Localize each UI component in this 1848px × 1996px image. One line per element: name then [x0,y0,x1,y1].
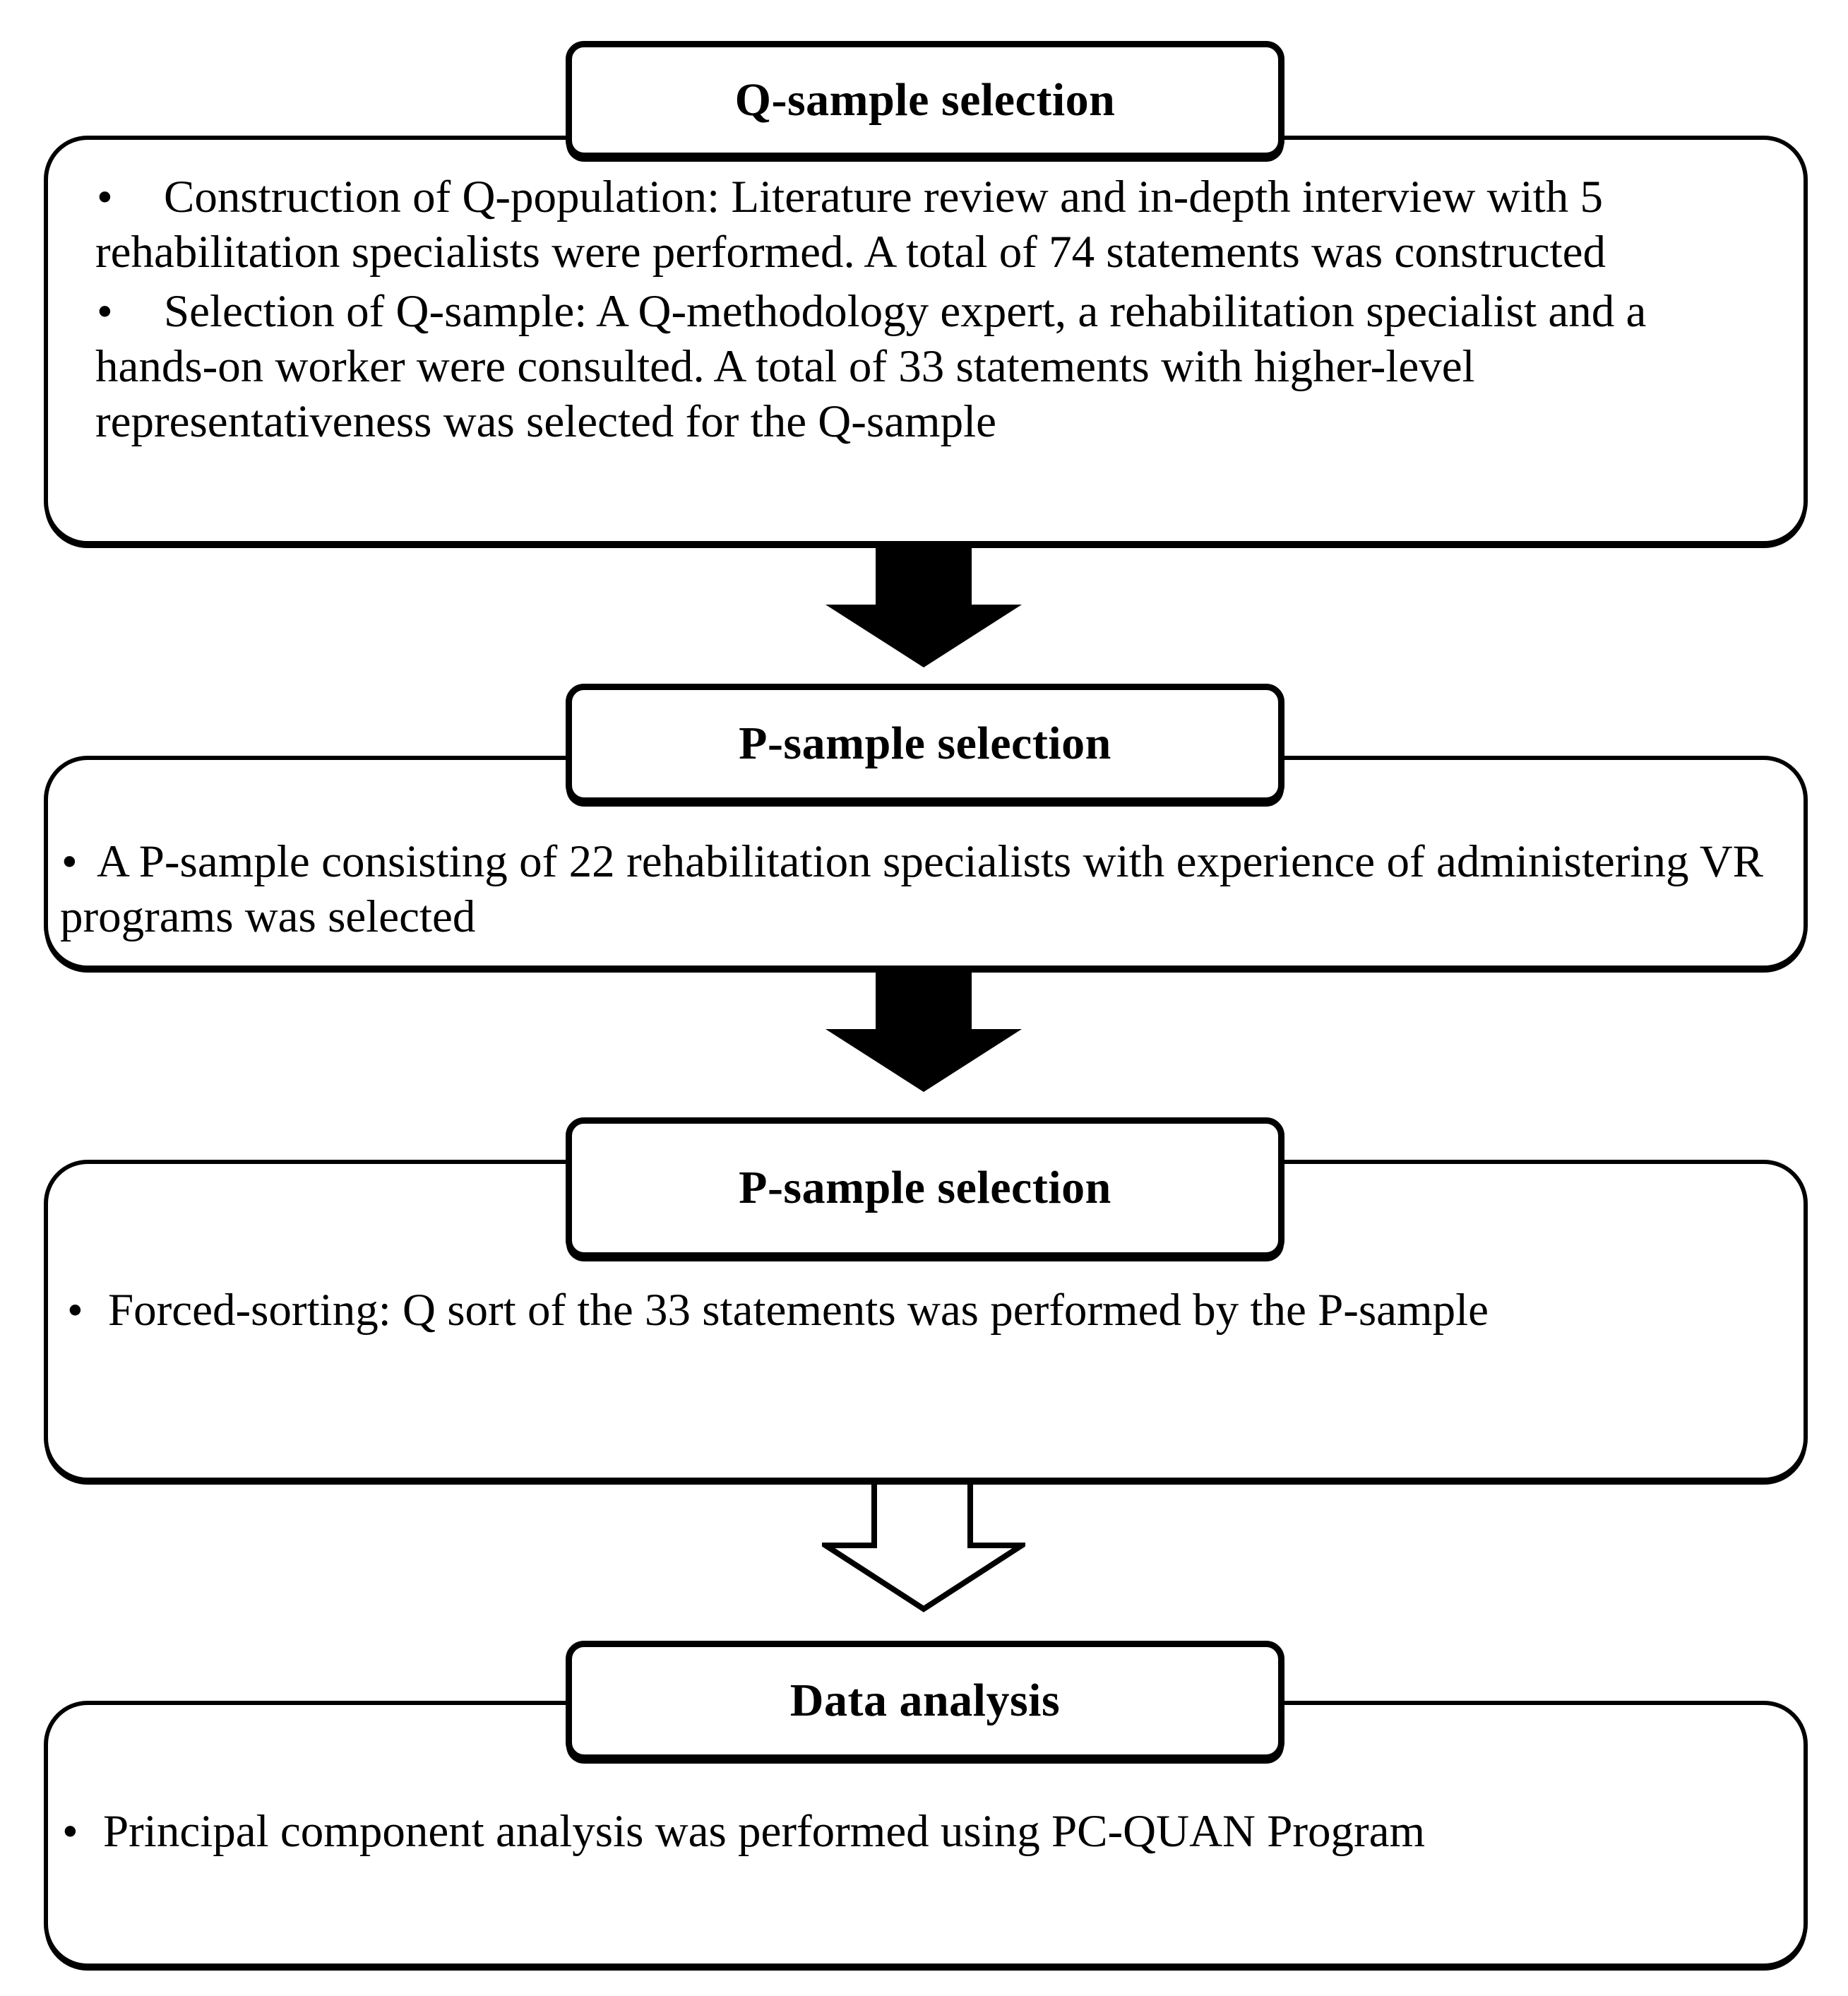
section-4-bullet-list: • Principal component analysis was perfor… [48,1705,1804,1964]
section-1-bullet-list: •Construction of Q-population: Literatur… [48,140,1804,541]
bullet-marker-icon: • [67,1285,83,1336]
bullet-item: •A P-sample consisting of 22 rehabilitat… [60,834,1763,944]
bullet-text: Principal component analysis was perform… [103,1806,1426,1857]
bullet-item: •Selection of Q-sample: A Q-methodology … [95,284,1769,449]
section-3-bullet-list: • Forced-sorting: Q sort of the 33 statem… [48,1164,1804,1478]
arrow-down-filled-icon [825,967,1022,1092]
bullet-marker-icon: • [97,172,113,222]
arrow-down-filled-icon [825,542,1022,667]
bullet-item: • Forced-sorting: Q sort of the 33 statem… [66,1283,1775,1338]
section-1-title-box: Q-sample selection [566,41,1284,159]
bullet-item: •Construction of Q-population: Literatur… [95,170,1769,280]
arrow-down-outline-icon [822,1478,1025,1612]
section-4-title-box: Data analysis [566,1641,1284,1761]
section-1-content-box: •Construction of Q-population: Literatur… [44,136,1808,545]
bullet-text: A P-sample consisting of 22 rehabilitati… [60,836,1763,942]
section-4-content-box: • Principal component analysis was perfor… [44,1701,1808,1968]
bullet-marker-icon: • [97,286,113,337]
section-4-title: Data analysis [789,1675,1061,1726]
section-2-bullet-list: •A P-sample consisting of 22 rehabilitat… [48,760,1804,966]
bullet-text: Selection of Q-sample: A Q-methodology e… [95,286,1647,447]
section-2-title-box: P-sample selection [566,684,1284,804]
section-2-title: P-sample selection [739,718,1111,769]
section-3-title: P-sample selection [739,1162,1111,1213]
section-3-title-box: P-sample selection [566,1117,1284,1259]
bullet-text: Forced-sorting: Q sort of the 33 stateme… [108,1285,1489,1336]
section-1-title: Q-sample selection [734,73,1116,126]
bullet-marker-icon: • [62,1806,78,1857]
bullet-marker-icon: • [61,836,78,887]
bullet-text: Construction of Q-population: Literature… [95,172,1606,278]
bullet-item: • Principal component analysis was perfor… [61,1804,1775,1859]
